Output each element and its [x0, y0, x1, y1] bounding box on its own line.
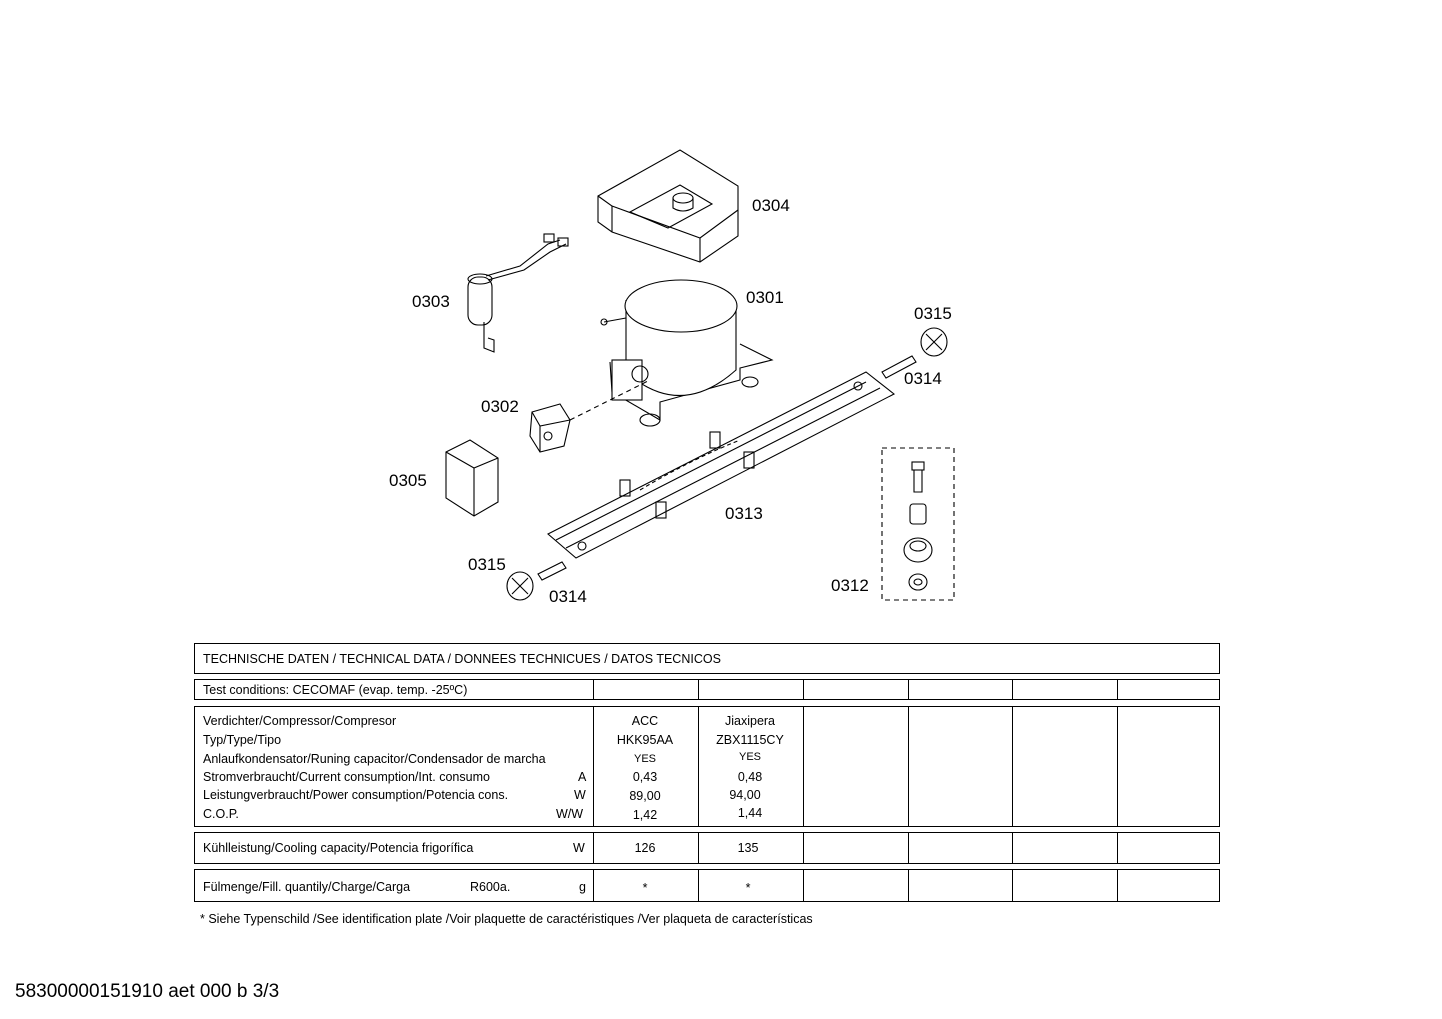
cooling-unit: W: [573, 841, 585, 855]
row-label: Stromverbraucht/Current consumption/Int.…: [203, 770, 490, 784]
fill-unit: g: [579, 880, 586, 894]
row-col2: Jiaxipera: [724, 714, 776, 728]
fill-label: Fülmenge/Fill. quantily/Charge/Carga: [203, 880, 411, 894]
document-id: 58300000151910 aet 000 b 3/3: [15, 981, 280, 1002]
row-label: Leistungverbraucht/Power consumption/Pot…: [203, 788, 509, 802]
part-label-0314-top: 0314: [904, 369, 942, 388]
part-label-0312: 0312: [831, 576, 869, 595]
table-heading-box: TECHNISCHE DATEN / TECHNICAL DATA / DONN…: [194, 643, 1220, 674]
row-col2: 94,00: [729, 788, 761, 802]
cooling-label: Kühlleistung/Cooling capacity/Potencia f…: [203, 841, 474, 855]
part-label-0313: 0313: [725, 504, 763, 523]
part-label-0315-bottom: 0315: [468, 555, 506, 574]
row-label: Verdichter/Compressor/Compresor: [203, 714, 397, 728]
row-col1: 1,42: [632, 808, 658, 822]
mounting-rail-part: [547, 371, 896, 559]
row-col2: ZBX1115CY: [716, 733, 784, 747]
bottom-damper-part: [506, 561, 567, 601]
relay-cover-part: [445, 439, 499, 517]
cooling-col2: 135: [737, 841, 759, 855]
row-col1: 0,43: [632, 770, 658, 784]
fill-col2: *: [745, 881, 751, 895]
row-col2: 0,48: [737, 770, 763, 784]
row-label: Typ/Type/Tipo: [203, 733, 282, 747]
row-label: C.O.P.: [203, 807, 239, 821]
row-unit: A: [578, 770, 587, 784]
part-label-0304: 0304: [752, 196, 790, 215]
test-conditions-box: Test conditions: CECOMAF (evap. temp. -2…: [194, 679, 1220, 700]
fastener-kit-part: [881, 447, 955, 601]
part-label-0315-top: 0315: [914, 304, 952, 323]
row-col2: YES: [738, 751, 761, 763]
row-col1: YES: [633, 753, 656, 765]
part-label-0305: 0305: [389, 471, 427, 490]
fill-quantity-box: Fülmenge/Fill. quantily/Charge/Carga R60…: [194, 869, 1220, 902]
compressor-part: [600, 279, 774, 427]
part-label-0301: 0301: [746, 288, 784, 307]
relay-part: [529, 379, 651, 453]
footnote: * Siehe Typenschild /See identification …: [200, 912, 813, 926]
row-col1: ACC: [631, 714, 659, 728]
capacitor-part: [467, 233, 569, 353]
row-unit: W/W: [556, 807, 584, 821]
row-unit: W: [574, 788, 586, 802]
cooling-col1: 126: [634, 841, 656, 855]
compressor-data-box: Verdichter/Compressor/Compresor ACC Jiax…: [194, 706, 1220, 827]
fill-col1: *: [642, 881, 648, 895]
part-label-0314-bottom: 0314: [549, 587, 587, 606]
cooling-capacity-box: Kühlleistung/Cooling capacity/Potencia f…: [194, 832, 1220, 864]
part-label-0303: 0303: [412, 292, 450, 311]
row-label: Anlaufkondensator/Runing capacitor/Conde…: [203, 752, 546, 766]
exploded-parts-diagram: [445, 149, 955, 601]
row-col2: 1,44: [737, 806, 763, 820]
row-col1: 89,00: [629, 789, 661, 803]
test-conditions: Test conditions: CECOMAF (evap. temp. -2…: [203, 683, 468, 697]
row-col1: HKK95AA: [616, 733, 674, 747]
cover-box-part: [597, 149, 739, 263]
part-label-0302: 0302: [481, 397, 519, 416]
fill-refrigerant: R600a.: [470, 880, 511, 894]
table-heading: TECHNISCHE DATEN / TECHNICAL DATA / DONN…: [203, 652, 721, 666]
top-damper-part: [881, 327, 948, 379]
